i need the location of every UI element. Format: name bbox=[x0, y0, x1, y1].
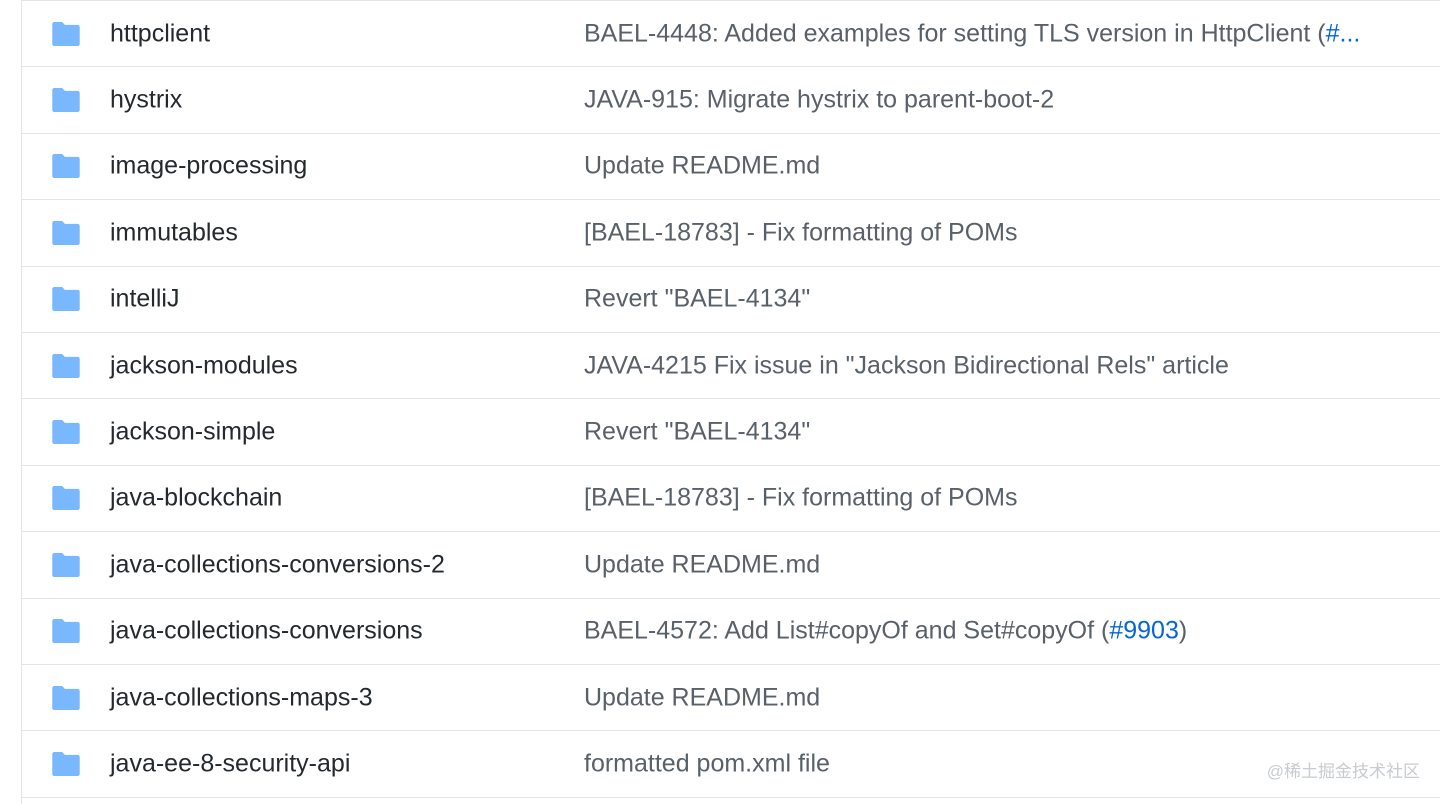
folder-icon bbox=[52, 88, 80, 113]
commit-message-link[interactable]: [BAEL-18783] - Fix formatting of POMs bbox=[584, 218, 1018, 247]
commit-message-link[interactable]: JAVA-915: Migrate hystrix to parent-boot… bbox=[584, 85, 1055, 114]
folder-name-link[interactable]: intelliJ bbox=[110, 284, 180, 313]
commit-message: Revert "BAEL-4134" bbox=[584, 418, 1410, 447]
commit-message: BAEL-4572: Add List#copyOf and Set#copyO… bbox=[584, 617, 1410, 646]
commit-message: JAVA-4215 Fix issue in "Jackson Bidirect… bbox=[584, 351, 1410, 380]
folder-icon bbox=[52, 287, 80, 312]
list-item: jackson-modules JAVA-4215 Fix issue in "… bbox=[22, 333, 1440, 400]
folder-name-link[interactable]: java-collections-conversions bbox=[110, 616, 423, 645]
folder-name-link[interactable]: httpclient bbox=[110, 19, 211, 48]
commit-message: BAEL-4448: Added examples for setting TL… bbox=[584, 19, 1410, 48]
list-item: java-blockchain [BAEL-18783] - Fix forma… bbox=[22, 466, 1440, 533]
commit-message-link[interactable]: BAEL-4448: Added examples for setting TL… bbox=[584, 19, 1326, 48]
folder-name-link[interactable]: java-ee-8-security-api bbox=[110, 749, 351, 778]
folder-name-link[interactable]: java-collections-maps-3 bbox=[110, 683, 373, 712]
list-item: jackson-simple Revert "BAEL-4134" bbox=[22, 399, 1440, 466]
folder-icon bbox=[52, 751, 80, 776]
commit-message-link[interactable]: [BAEL-18783] - Fix formatting of POMs bbox=[584, 483, 1018, 512]
list-item: httpclient BAEL-4448: Added examples for… bbox=[22, 1, 1440, 68]
list-item: hystrix JAVA-915: Migrate hystrix to par… bbox=[22, 67, 1440, 134]
folder-name-link[interactable]: jackson-simple bbox=[110, 417, 276, 446]
commit-message-link[interactable]: Revert "BAEL-4134" bbox=[584, 417, 811, 446]
commit-message-suffix: ) bbox=[1178, 616, 1188, 645]
commit-message: [BAEL-18783] - Fix formatting of POMs bbox=[584, 484, 1410, 513]
commit-message: [BAEL-18783] - Fix formatting of POMs bbox=[584, 218, 1410, 247]
folder-icon bbox=[52, 552, 80, 577]
commit-message-link[interactable]: Update README.md bbox=[584, 683, 821, 712]
folder-icon bbox=[52, 486, 80, 511]
commit-message-link[interactable]: BAEL-4572: Add List#copyOf and Set#copyO… bbox=[584, 616, 1110, 645]
folder-icon bbox=[52, 619, 80, 644]
list-item: java-ee-8-security-api formatted pom.xml… bbox=[22, 731, 1440, 798]
folder-icon bbox=[52, 154, 80, 179]
folder-icon bbox=[52, 420, 80, 445]
folder-icon bbox=[52, 220, 80, 245]
pull-request-link[interactable]: #9903 bbox=[1109, 616, 1179, 645]
commit-message: Update README.md bbox=[584, 152, 1410, 181]
list-item: intelliJ Revert "BAEL-4134" bbox=[22, 267, 1440, 333]
folder-name-link[interactable]: jackson-modules bbox=[110, 351, 298, 380]
folder-name-link[interactable]: immutables bbox=[110, 218, 238, 247]
folder-icon bbox=[52, 685, 80, 710]
commit-message-link[interactable]: JAVA-4215 Fix issue in "Jackson Bidirect… bbox=[584, 351, 1229, 380]
folder-name-link[interactable]: java-collections-conversions-2 bbox=[110, 550, 445, 579]
watermark: @稀土掘金技术社区 bbox=[1266, 762, 1420, 781]
commit-message-link[interactable]: Revert "BAEL-4134" bbox=[584, 284, 811, 313]
list-item: java-collections-conversions BAEL-4572: … bbox=[22, 599, 1440, 665]
folder-icon bbox=[52, 353, 80, 378]
list-item: image-processing Update README.md bbox=[22, 134, 1440, 201]
commit-message-link[interactable]: Update README.md bbox=[584, 550, 821, 579]
commit-message-link[interactable]: Update README.md bbox=[584, 151, 821, 180]
folder-name-link[interactable]: hystrix bbox=[110, 85, 183, 114]
list-item: java-collections-maps-3 Update README.md bbox=[22, 665, 1440, 732]
folder-name-link[interactable]: image-processing bbox=[110, 151, 308, 180]
list-item: java-collections-conversions-2 Update RE… bbox=[22, 532, 1440, 599]
folder-name-link[interactable]: java-blockchain bbox=[110, 483, 283, 512]
commit-message: Revert "BAEL-4134" bbox=[584, 285, 1410, 314]
commit-message: Update README.md bbox=[584, 683, 1410, 712]
commit-message: Update README.md bbox=[584, 550, 1410, 579]
commit-message: JAVA-915: Migrate hystrix to parent-boot… bbox=[584, 86, 1410, 115]
folder-icon bbox=[52, 21, 80, 46]
commit-message-link[interactable]: formatted pom.xml file bbox=[584, 749, 830, 778]
file-list: httpclient BAEL-4448: Added examples for… bbox=[21, 0, 1440, 804]
pull-request-link[interactable]: #... bbox=[1325, 19, 1361, 48]
list-item: immutables [BAEL-18783] - Fix formatting… bbox=[22, 200, 1440, 267]
